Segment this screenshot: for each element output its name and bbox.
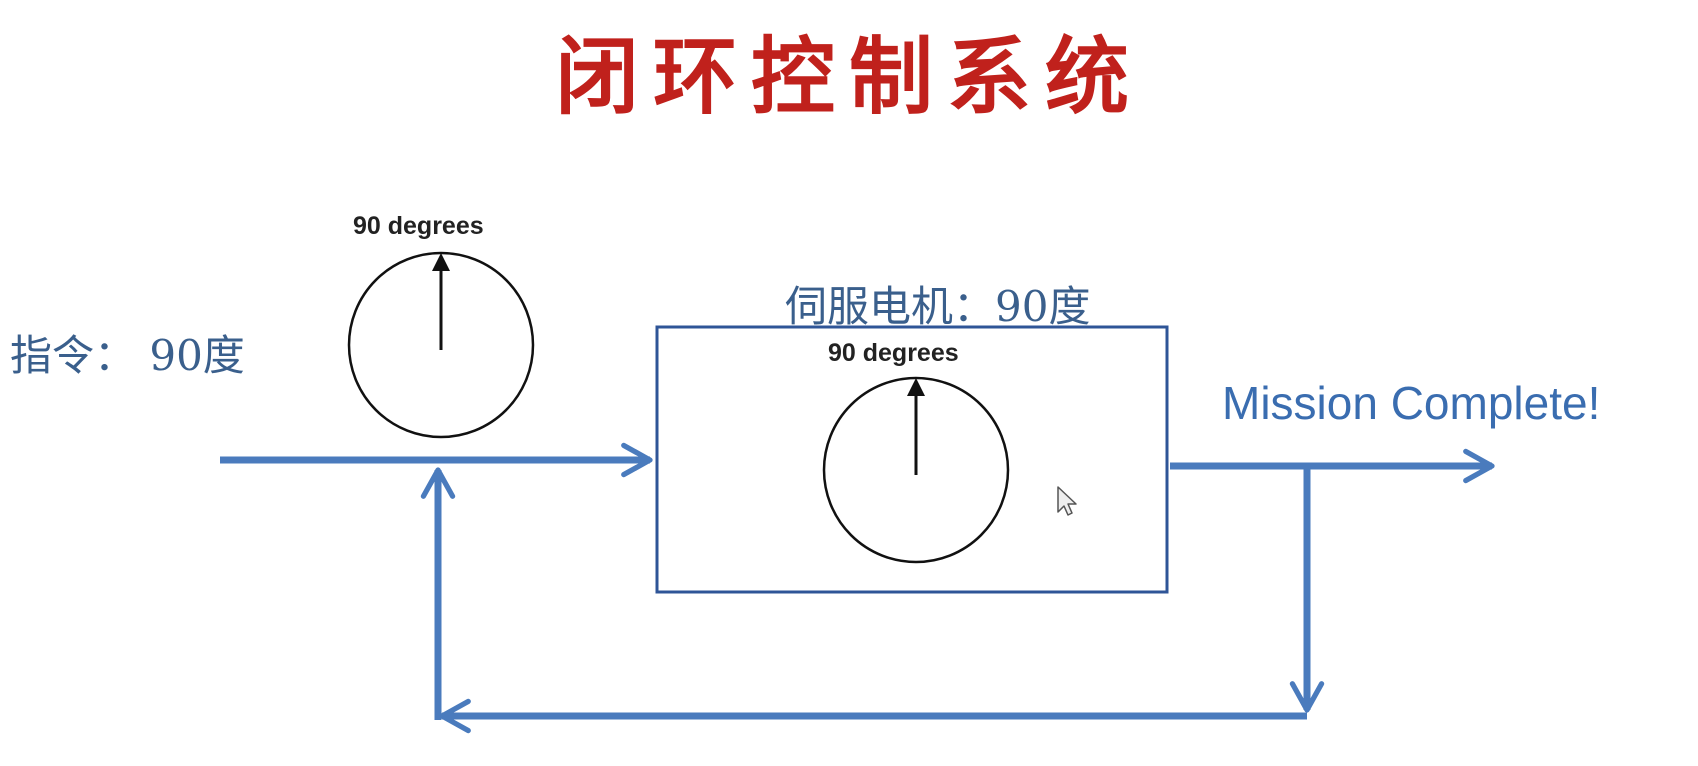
reference-dial-label: 90 degrees	[353, 212, 484, 240]
diagram-title: 闭环控制系统	[554, 27, 1143, 126]
servo-label: 伺服电机：90度	[785, 282, 1091, 331]
output-label: Mission Complete!	[1222, 377, 1601, 429]
servo-block	[655, 325, 1169, 594]
reference-dial	[347, 251, 535, 439]
servo-dial-label: 90 degrees	[828, 339, 959, 367]
servo-dial	[822, 376, 1010, 564]
command-label: 指令： 90度	[10, 331, 245, 380]
mouse-cursor-icon	[1057, 486, 1077, 516]
